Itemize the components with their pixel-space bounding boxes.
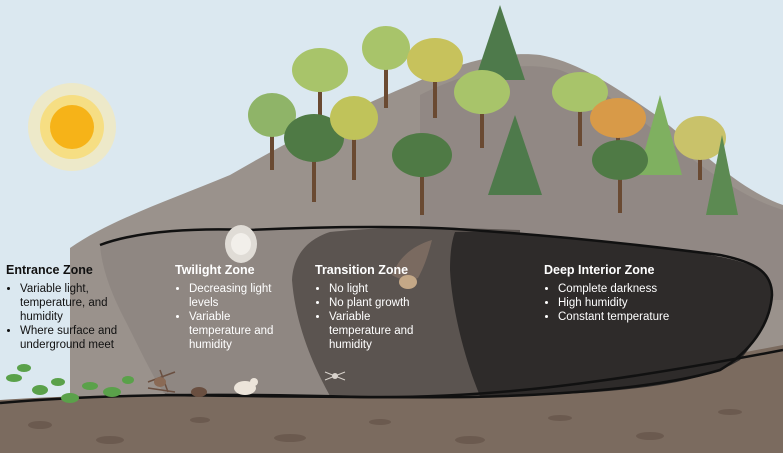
plant-icon bbox=[6, 364, 134, 403]
tree-icon bbox=[592, 140, 648, 213]
zone-list: Variable light, temperature, and humidit… bbox=[6, 282, 131, 352]
cave-deep-region bbox=[450, 231, 772, 396]
zone-item: Complete darkness bbox=[558, 282, 694, 296]
zone-item: Variable light, temperature, and humidit… bbox=[20, 282, 131, 324]
ground-pebbles bbox=[28, 409, 742, 444]
cave-floor-line bbox=[0, 348, 783, 405]
tree-icon bbox=[248, 93, 296, 170]
tree-icon bbox=[330, 96, 378, 180]
tree-icon bbox=[284, 114, 344, 202]
tree-icon bbox=[362, 26, 410, 108]
zone-title: Twilight Zone bbox=[175, 263, 255, 277]
zone-item: Variable temperature and humidity bbox=[189, 310, 293, 352]
zone-item: No light bbox=[329, 282, 433, 296]
tree-icon bbox=[674, 116, 726, 180]
zone-list: No light No plant growth Variable temper… bbox=[315, 282, 433, 352]
cave-outline bbox=[99, 225, 774, 399]
spider-icon bbox=[324, 371, 346, 381]
twilight-zone-label: Twilight Zone Decreasing light levels Va… bbox=[175, 263, 293, 352]
tree-icon bbox=[407, 38, 463, 118]
transition-zone-label: Transition Zone No light No plant growth… bbox=[315, 263, 433, 352]
tree-icon bbox=[638, 95, 682, 175]
zone-list: Decreasing light levels Variable tempera… bbox=[175, 282, 293, 352]
zone-list: Complete darkness High humidity Constant… bbox=[544, 282, 694, 324]
zone-item: Constant temperature bbox=[558, 310, 694, 324]
zone-title: Entrance Zone bbox=[6, 263, 93, 277]
mouse-icon bbox=[234, 378, 258, 395]
deep-interior-zone-label: Deep Interior Zone Complete darkness Hig… bbox=[544, 263, 694, 324]
bat-icon bbox=[392, 240, 432, 289]
fungus-icon bbox=[225, 225, 257, 263]
ground bbox=[0, 345, 783, 453]
zone-title: Deep Interior Zone bbox=[544, 263, 655, 277]
zone-item: Decreasing light levels bbox=[189, 282, 293, 310]
zone-item: Where surface and underground meet bbox=[20, 324, 131, 352]
tree-icon bbox=[590, 98, 646, 155]
tree-icon bbox=[706, 135, 738, 215]
spider-icon bbox=[147, 369, 176, 393]
tree-icon bbox=[488, 115, 542, 195]
tree-icon bbox=[392, 133, 452, 215]
entrance-zone-label: Entrance Zone Variable light, temperatur… bbox=[6, 263, 131, 352]
tree-icon bbox=[552, 72, 608, 146]
tree-icon bbox=[292, 48, 348, 118]
sun-icon bbox=[28, 83, 116, 171]
zone-item: No plant growth bbox=[329, 296, 433, 310]
zone-title: Transition Zone bbox=[315, 263, 409, 277]
tree-icon bbox=[454, 70, 510, 148]
zone-item: High humidity bbox=[558, 296, 694, 310]
zone-item: Variable temperature and humidity bbox=[329, 310, 433, 352]
cricket-icon bbox=[191, 387, 207, 397]
